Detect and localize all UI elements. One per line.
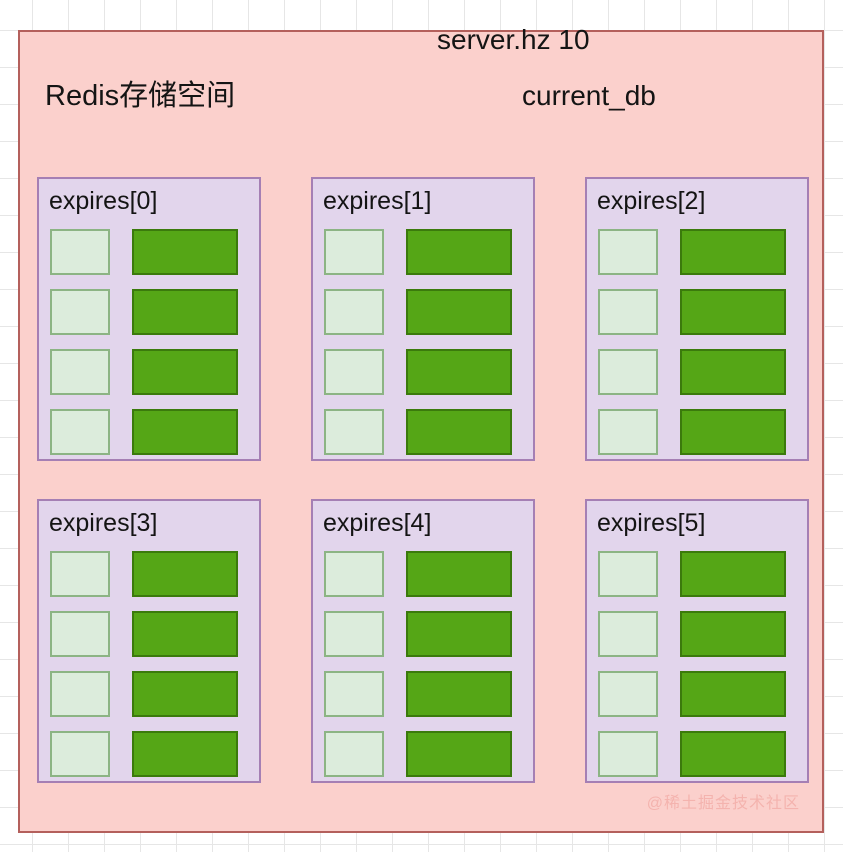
entry-row	[324, 671, 522, 717]
entry-row	[324, 409, 522, 455]
current-db-annotation: current_db	[522, 80, 656, 111]
entry-row-list	[598, 551, 796, 777]
expires-panel-label: expires[2]	[597, 187, 706, 215]
key-cell	[50, 671, 110, 717]
entry-row-list	[324, 229, 522, 455]
key-cell	[50, 409, 110, 455]
expires-panel-label: expires[0]	[49, 187, 158, 215]
entry-row	[50, 551, 248, 597]
value-cell	[406, 229, 512, 275]
entry-row	[598, 551, 796, 597]
entry-row-list	[324, 551, 522, 777]
expires-panel: expires[0]	[37, 177, 261, 461]
expires-panel: expires[4]	[311, 499, 535, 783]
entry-row-list	[50, 229, 248, 455]
expires-panel: expires[5]	[585, 499, 809, 783]
key-cell	[324, 229, 384, 275]
entry-row	[324, 229, 522, 275]
key-cell	[598, 229, 658, 275]
entry-row	[598, 731, 796, 777]
key-cell	[324, 551, 384, 597]
value-cell	[680, 731, 786, 777]
value-cell	[132, 551, 238, 597]
value-cell	[406, 289, 512, 335]
entry-row-list	[598, 229, 796, 455]
key-cell	[50, 551, 110, 597]
key-cell	[50, 731, 110, 777]
entry-row	[50, 229, 248, 275]
key-cell	[50, 611, 110, 657]
entry-row	[50, 349, 248, 395]
value-cell	[406, 551, 512, 597]
key-cell	[50, 289, 110, 335]
value-cell	[680, 229, 786, 275]
value-cell	[680, 409, 786, 455]
value-cell	[680, 551, 786, 597]
redis-storage-container: Redis存储空间 server.hz 10 current_db expire…	[18, 24, 824, 833]
expires-panel-grid: expires[0] expires[1] expires[2] expires[3]…	[37, 177, 809, 814]
watermark: @稀土掘金技术社区	[646, 795, 800, 812]
value-cell	[406, 731, 512, 777]
value-cell	[680, 671, 786, 717]
entry-row	[50, 409, 248, 455]
expires-panel: expires[2]	[585, 177, 809, 461]
key-cell	[324, 409, 384, 455]
value-cell	[132, 229, 238, 275]
value-cell	[406, 671, 512, 717]
key-cell	[50, 229, 110, 275]
server-hz-annotation: server.hz 10	[437, 24, 590, 55]
value-cell	[680, 611, 786, 657]
entry-row	[50, 731, 248, 777]
key-cell	[598, 731, 658, 777]
entry-row	[324, 289, 522, 335]
key-cell	[324, 611, 384, 657]
expires-panel-label: expires[1]	[323, 187, 432, 215]
entry-row	[598, 409, 796, 455]
key-cell	[598, 289, 658, 335]
key-cell	[50, 349, 110, 395]
entry-row	[324, 611, 522, 657]
value-cell	[680, 289, 786, 335]
expires-panel-label: expires[5]	[597, 509, 706, 537]
entry-row	[598, 611, 796, 657]
key-cell	[598, 671, 658, 717]
entry-row	[598, 229, 796, 275]
key-cell	[598, 611, 658, 657]
value-cell	[406, 611, 512, 657]
value-cell	[406, 349, 512, 395]
value-cell	[132, 409, 238, 455]
value-cell	[132, 671, 238, 717]
key-cell	[324, 731, 384, 777]
entry-row-list	[50, 551, 248, 777]
key-cell	[324, 671, 384, 717]
value-cell	[132, 611, 238, 657]
key-cell	[324, 289, 384, 335]
entry-row	[598, 289, 796, 335]
key-cell	[598, 551, 658, 597]
expires-panel-label: expires[3]	[49, 509, 158, 537]
value-cell	[680, 349, 786, 395]
entry-row	[50, 611, 248, 657]
page-title: Redis存储空间	[45, 80, 236, 112]
value-cell	[132, 731, 238, 777]
expires-panel-label: expires[4]	[323, 509, 432, 537]
entry-row	[324, 551, 522, 597]
value-cell	[132, 349, 238, 395]
key-cell	[324, 349, 384, 395]
entry-row	[50, 289, 248, 335]
entry-row	[324, 349, 522, 395]
value-cell	[406, 409, 512, 455]
expires-panel: expires[1]	[311, 177, 535, 461]
entry-row	[598, 349, 796, 395]
expires-panel: expires[3]	[37, 499, 261, 783]
key-cell	[598, 349, 658, 395]
value-cell	[132, 289, 238, 335]
entry-row	[324, 731, 522, 777]
entry-row	[598, 671, 796, 717]
key-cell	[598, 409, 658, 455]
entry-row	[50, 671, 248, 717]
